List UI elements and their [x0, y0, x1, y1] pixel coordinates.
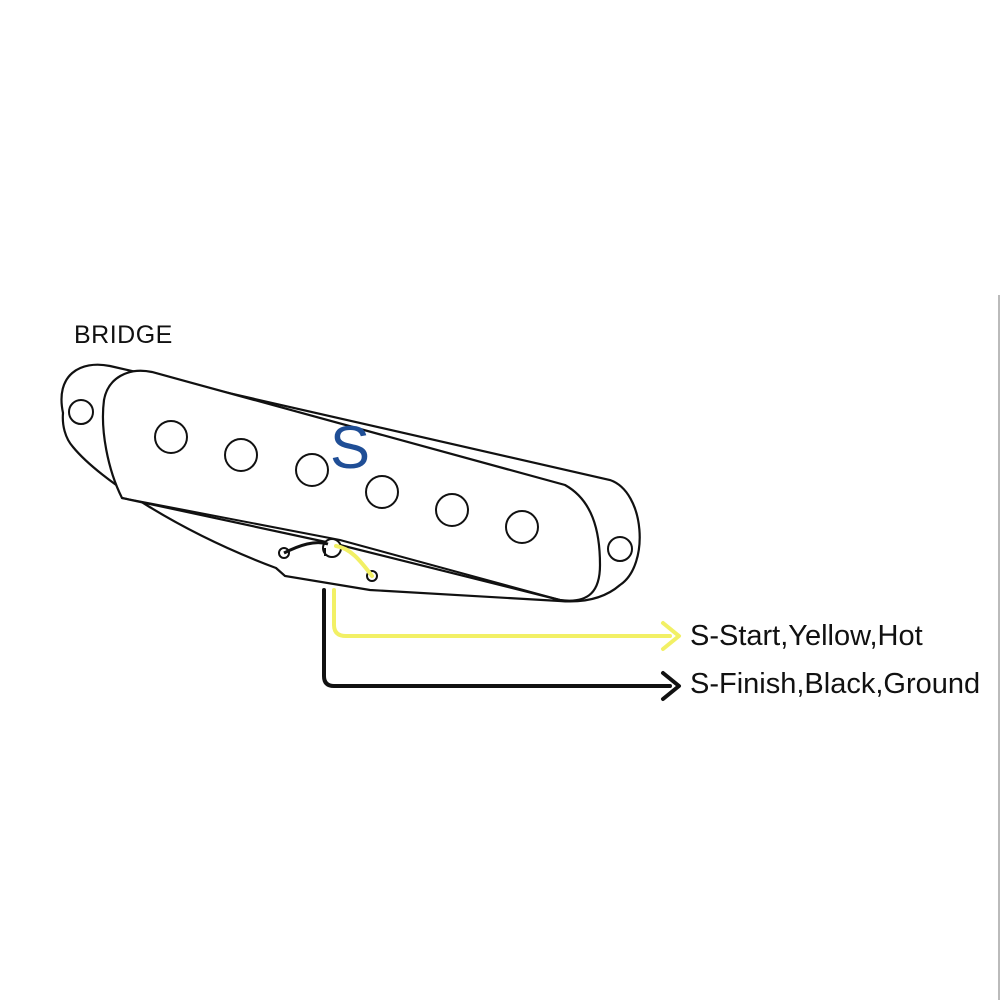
pole-piece-4: [365, 475, 399, 509]
ground-wire: [322, 588, 672, 688]
hot-wire-label: S-Start,Yellow,Hot: [690, 620, 923, 652]
pole-piece-3: [295, 453, 329, 487]
mounting-hole-left: [68, 399, 94, 425]
hot-wire: [332, 544, 672, 638]
pole-piece-5: [435, 493, 469, 527]
image-edge-divider: [998, 295, 1000, 1000]
pickup-face-plate: [121, 497, 561, 601]
black-jumper-wire: [283, 541, 329, 555]
pickup-position-letter: S: [330, 414, 371, 481]
mounting-hole-right: [607, 536, 633, 562]
pole-piece-6: [505, 510, 539, 544]
hot-wire-arrowhead: [661, 621, 681, 651]
bridge-label: BRIDGE: [74, 321, 173, 349]
pole-piece-2: [224, 438, 258, 472]
ground-wire-label: S-Finish,Black,Ground: [690, 668, 981, 700]
pole-piece-1: [154, 420, 188, 454]
ground-wire-arrowhead: [661, 671, 681, 701]
